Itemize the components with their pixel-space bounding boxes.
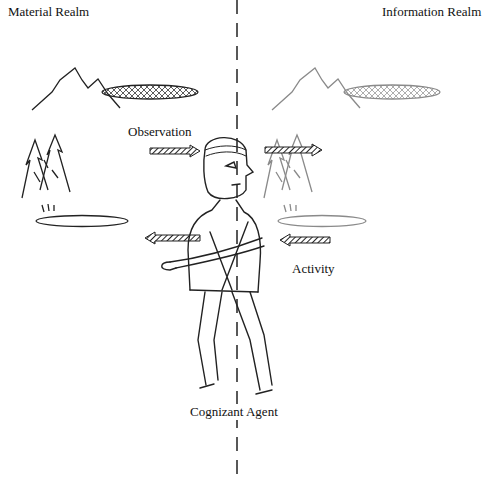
observation-arrow-out [265,144,322,156]
flow-label: Activity [290,261,337,277]
activity-arrow-in [280,234,330,246]
observation-arrow-in [150,145,200,157]
material-scenery [22,68,198,227]
activity-arrow-out [145,232,200,244]
flow-label: Observation [126,124,194,140]
agent-label: Cognizant Agent [188,404,280,420]
realm-title: Material Realm [6,4,91,20]
agent-figure [162,138,272,394]
realm-title: Information Realm [380,4,483,20]
flow-arrows [145,144,330,246]
information-scenery [264,68,440,227]
